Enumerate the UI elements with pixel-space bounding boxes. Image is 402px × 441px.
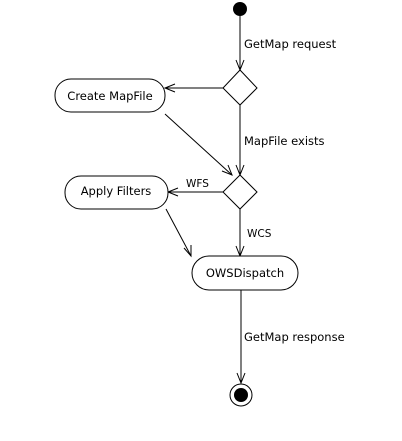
decision-node-2	[222, 174, 258, 210]
arrowhead	[236, 372, 246, 385]
edge-label-wcs: WCS	[247, 228, 272, 240]
action-apply-filters-label: Apply Filters	[81, 184, 152, 198]
edge-label-mapfile-exists: MapFile exists	[244, 134, 325, 148]
action-ows-dispatch-label: OWSDispatch	[206, 266, 284, 280]
arrowhead	[183, 245, 192, 258]
edge-label-getmap-request: GetMap request	[244, 37, 337, 51]
arrowhead	[163, 83, 176, 93]
arrowhead	[221, 164, 233, 176]
start-node	[233, 2, 247, 16]
decision-node-1	[222, 69, 258, 106]
action-apply-filters	[64, 175, 169, 210]
edge-label-getmap-response: GetMap response	[244, 330, 345, 344]
edge-apply-filters-to-ows-dispatch	[165, 208, 192, 257]
action-create-mapfile	[54, 78, 166, 113]
action-create-mapfile-label: Create MapFile	[67, 89, 152, 103]
end-node-dot	[234, 388, 248, 402]
action-ows-dispatch	[191, 255, 299, 291]
edge-label-wfs: WFS	[186, 178, 209, 190]
edge-create-mapfile-to-decision-2	[164, 113, 233, 176]
